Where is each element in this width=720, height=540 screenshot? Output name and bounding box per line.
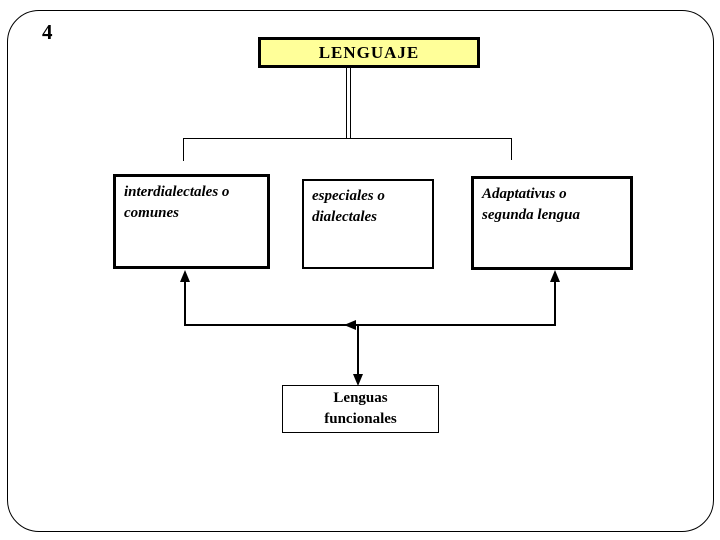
top-connector-right-drop-line <box>511 138 512 160</box>
category-box-especiales: especiales o dialectales <box>302 179 434 269</box>
bottom-node-label-line2: funcionales <box>324 411 397 427</box>
bottom-node-label-line1: Lenguas <box>333 390 388 406</box>
root-stem-line-right <box>350 68 351 138</box>
slide-frame <box>7 10 714 532</box>
root-node-label: LENGUAJE <box>318 42 420 62</box>
top-connector-left-drop-line <box>183 138 184 161</box>
bottom-connector-right-vertical-line <box>554 281 556 326</box>
category-label-especiales: especiales o dialectales <box>312 188 385 225</box>
bottom-connector-center-vertical-line <box>357 325 359 376</box>
root-stem-line-left <box>346 68 347 138</box>
top-connector-horizontal-line <box>183 138 512 139</box>
category-box-adaptativas: Adaptativus o segunda lengua <box>471 176 633 270</box>
category-label-adaptativas: Adaptativus o segunda lengua <box>482 186 580 223</box>
arrowhead-left-at-junction <box>344 320 356 330</box>
bottom-connector-horizontal-line <box>184 324 556 326</box>
bottom-node-lenguas-funcionales: Lenguas funcionales <box>282 385 439 433</box>
bottom-connector-left-vertical-line <box>184 281 186 326</box>
category-label-interdialectales: interdialectales o comunes <box>124 184 230 221</box>
arrowhead-down-into-bottom-box <box>353 374 363 386</box>
slide-page-number: 4 <box>42 20 53 44</box>
root-node-lenguaje: LENGUAJE <box>258 37 480 68</box>
category-box-interdialectales: interdialectales o comunes <box>113 174 270 269</box>
arrowhead-up-into-left-box <box>180 270 190 282</box>
arrowhead-up-into-right-box <box>550 270 560 282</box>
